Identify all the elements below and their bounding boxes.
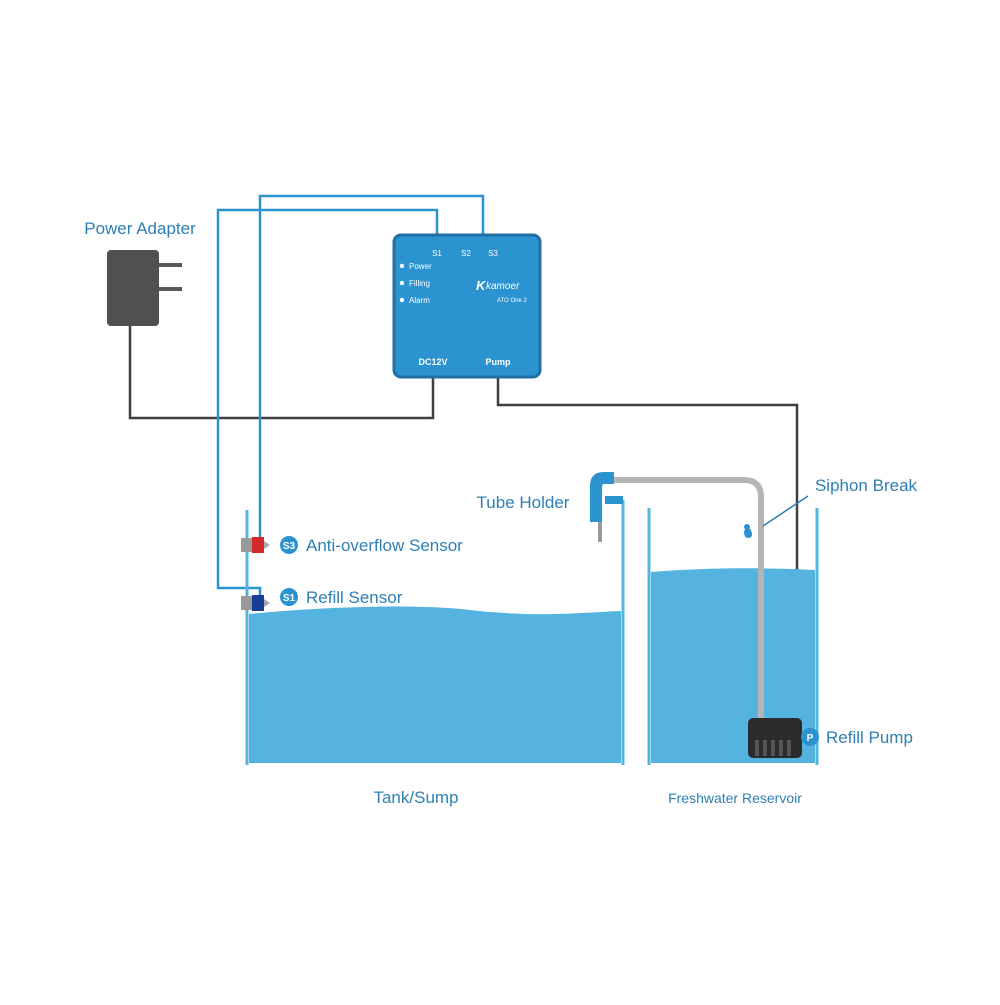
refill-sensor xyxy=(241,595,270,611)
anti-overflow-sensor xyxy=(241,537,270,553)
ato-controller: S1 S2 S3 Power Filling Alarm K kamoer AT… xyxy=(392,233,542,379)
siphon-break-leader xyxy=(762,495,809,527)
refill-pump xyxy=(748,718,802,758)
power-adapter xyxy=(107,250,182,326)
tube-holder-label: Tube Holder xyxy=(477,493,570,512)
refill-pump-label: Refill Pump xyxy=(826,728,913,747)
s3-badge xyxy=(280,536,298,554)
s3-badge-text: S3 xyxy=(283,541,296,552)
kamoer-logo-icon: K xyxy=(476,278,487,293)
power-led-icon xyxy=(399,263,405,269)
siphon-break-label: Siphon Break xyxy=(815,476,918,495)
refill-tube xyxy=(606,477,764,722)
anti-overflow-sensor-label: Anti-overflow Sensor xyxy=(306,536,463,555)
led-label-alarm: Alarm xyxy=(409,296,430,305)
power-adapter-label: Power Adapter xyxy=(84,219,196,238)
tank-sump-label: Tank/Sump xyxy=(373,788,458,807)
port-label-pump: Pump xyxy=(485,357,511,367)
refill-sensor-label: Refill Sensor xyxy=(306,588,403,607)
s1-badge-text: S1 xyxy=(283,593,296,604)
freshwater-reservoir-label: Freshwater Reservoir xyxy=(668,790,802,806)
power-cable xyxy=(128,325,435,420)
port-label-s3: S3 xyxy=(488,249,498,258)
port-label-s1: S1 xyxy=(432,249,442,258)
alarm-led-icon xyxy=(399,297,405,303)
siphon-break xyxy=(744,495,809,538)
s3-sensor-wire xyxy=(258,194,485,538)
wires xyxy=(128,194,799,722)
model-name: ATO One 2 xyxy=(497,298,527,304)
pump-badge-text: P xyxy=(807,733,814,744)
water-drop-icon xyxy=(744,526,752,538)
tube-holder xyxy=(590,472,623,542)
pump-badge xyxy=(801,728,819,746)
brand-name: kamoer xyxy=(486,281,520,292)
s1-badge xyxy=(280,588,298,606)
s1-sensor-wire xyxy=(216,208,439,596)
pump-cable xyxy=(496,375,799,722)
led-label-filling: Filling xyxy=(409,279,430,288)
freshwater-reservoir xyxy=(647,508,819,765)
led-label-power: Power xyxy=(409,262,432,271)
port-label-dc12v: DC12V xyxy=(418,357,447,367)
port-label-s2: S2 xyxy=(461,249,471,258)
filling-led-icon xyxy=(399,280,405,286)
tank-sump xyxy=(245,500,625,765)
